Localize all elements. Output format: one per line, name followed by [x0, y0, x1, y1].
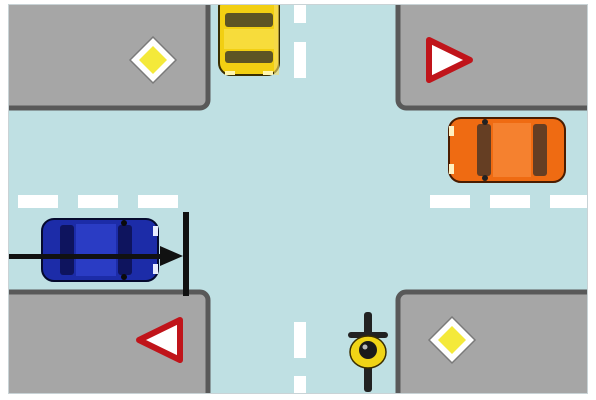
yellow-car [219, 0, 279, 75]
stop-line [183, 212, 189, 296]
corner-block-top-left [0, 0, 208, 108]
orange-car [449, 118, 565, 182]
blue-car [42, 219, 158, 281]
corner-block-bottom-right [398, 292, 596, 400]
